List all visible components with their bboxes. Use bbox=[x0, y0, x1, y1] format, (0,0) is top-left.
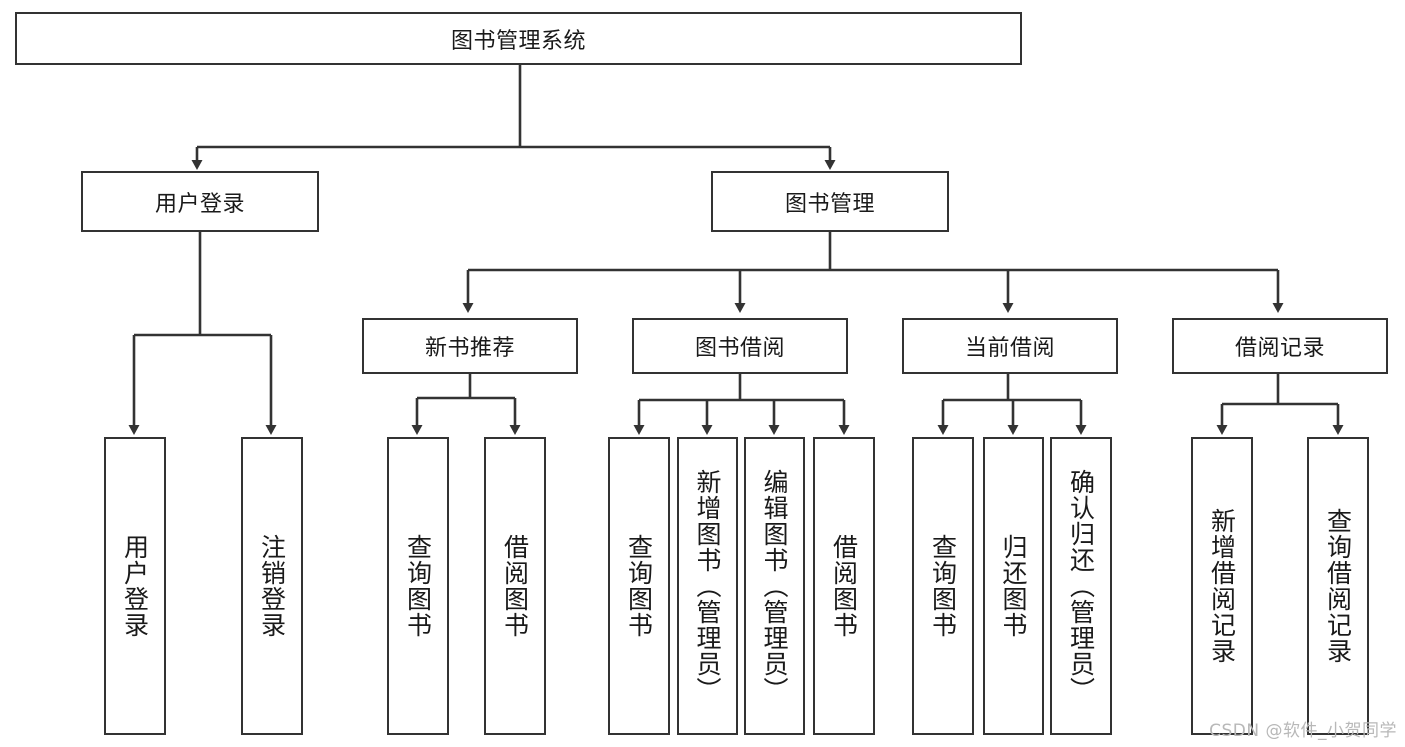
leaf-return-book[interactable]: 归还图书 bbox=[983, 437, 1044, 735]
leaf-user-login[interactable]: 用户登录 bbox=[104, 437, 166, 735]
node-label: 新增借阅记录 bbox=[1207, 508, 1237, 664]
leaf-query-borrow-record[interactable]: 查询借阅记录 bbox=[1307, 437, 1369, 735]
leaf-query-book-current[interactable]: 查询图书 bbox=[912, 437, 974, 735]
node-label: 查询借阅记录 bbox=[1323, 508, 1353, 664]
node-label: 图书管理系统 bbox=[450, 28, 586, 54]
node-label: 借阅图书 bbox=[500, 534, 530, 638]
node-label: 编辑图书（管理员） bbox=[760, 469, 789, 703]
node-label: 确认归还（管理员） bbox=[1066, 469, 1096, 703]
node-label: 新书推荐 bbox=[424, 336, 515, 361]
node-user-login[interactable]: 用户登录 bbox=[81, 171, 319, 232]
node-label: 查询图书 bbox=[403, 534, 433, 638]
node-borrow-records[interactable]: 借阅记录 bbox=[1172, 318, 1388, 374]
leaf-borrow-book[interactable]: 借阅图书 bbox=[813, 437, 875, 735]
node-new-book-recommend[interactable]: 新书推荐 bbox=[362, 318, 578, 374]
node-label: 当前借阅 bbox=[964, 336, 1055, 361]
node-label: 注销登录 bbox=[257, 534, 287, 638]
node-label: 用户登录 bbox=[154, 191, 245, 217]
node-label: 借阅记录 bbox=[1234, 336, 1325, 361]
leaf-query-book-recommend[interactable]: 查询图书 bbox=[387, 437, 449, 735]
node-root-system[interactable]: 图书管理系统 bbox=[15, 12, 1022, 65]
node-label: 查询图书 bbox=[624, 534, 654, 638]
node-book-borrow[interactable]: 图书借阅 bbox=[632, 318, 848, 374]
leaf-borrow-book-recommend[interactable]: 借阅图书 bbox=[484, 437, 546, 735]
leaf-query-book-borrow[interactable]: 查询图书 bbox=[608, 437, 670, 735]
leaf-logout[interactable]: 注销登录 bbox=[241, 437, 303, 735]
leaf-confirm-return-admin[interactable]: 确认归还（管理员） bbox=[1050, 437, 1112, 735]
node-label: 查询图书 bbox=[928, 534, 958, 638]
leaf-add-borrow-record[interactable]: 新增借阅记录 bbox=[1191, 437, 1253, 735]
node-label: 用户登录 bbox=[120, 534, 150, 638]
leaf-add-book-admin[interactable]: 新增图书（管理员） bbox=[677, 437, 738, 735]
node-label: 归还图书 bbox=[999, 534, 1028, 638]
node-label: 图书借阅 bbox=[694, 336, 785, 361]
node-label: 借阅图书 bbox=[829, 534, 859, 638]
leaf-edit-book-admin[interactable]: 编辑图书（管理员） bbox=[744, 437, 805, 735]
node-label: 图书管理 bbox=[784, 191, 875, 217]
node-label: 新增图书（管理员） bbox=[693, 469, 722, 703]
node-current-borrow[interactable]: 当前借阅 bbox=[902, 318, 1118, 374]
csdn-watermark: CSDN @软件_小贺同学 bbox=[1209, 721, 1397, 741]
node-book-management[interactable]: 图书管理 bbox=[711, 171, 949, 232]
